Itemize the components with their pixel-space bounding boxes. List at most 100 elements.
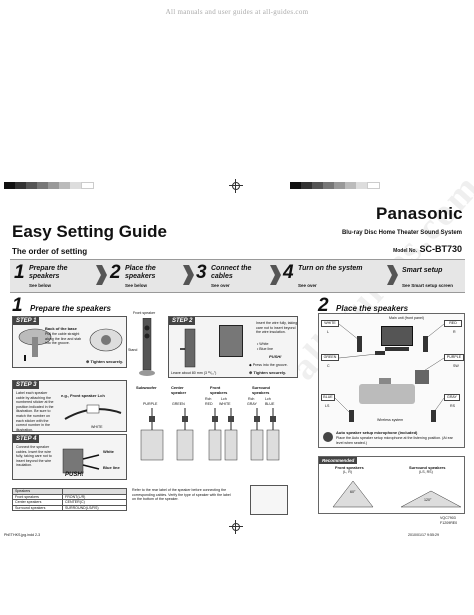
order-step-5: Smart setup See Smart setup screen	[402, 263, 464, 291]
screw-icon: ⊕	[86, 359, 90, 364]
tighten-text: Tighten securely.	[90, 359, 124, 364]
terminal-push-illustration	[62, 448, 100, 474]
terminal-closeup	[219, 325, 243, 357]
source-watermark-text: All manuals and user guides at all-guide…	[165, 8, 309, 16]
front-speaker-label: Front speaker	[133, 311, 156, 315]
order-of-setting-bar: 1 Prepare the speakers See below 2 Place…	[10, 259, 465, 293]
push-label: PUSH!	[269, 354, 282, 359]
tighten-label: ⊕ Tighten securely.	[249, 370, 286, 375]
mic-title: Auto speaker setup microphone (included)	[336, 430, 418, 435]
front-rec-label: Front speakers	[335, 465, 364, 470]
step-tag: STEP 3	[13, 381, 40, 389]
gray-label: GRAY	[444, 394, 460, 401]
section-2-heading: 2 Place the speakers	[318, 296, 408, 316]
press-text: Press into the groove.	[252, 363, 288, 367]
subwoofer-label: Subwoofer	[136, 385, 157, 390]
doc-code-2: F1209RE0	[440, 521, 458, 525]
recommended-tag: Recommended	[319, 457, 358, 464]
step-tag: STEP 2	[169, 317, 196, 325]
mic-text: Place the Auto speaker setup microphone …	[336, 436, 453, 445]
recommended-angle-diagrams	[332, 480, 462, 508]
center-color: GREEN	[172, 402, 185, 406]
step-2-panel: STEP 2 Insert the wire fully, taking car…	[168, 316, 298, 378]
step-tag: STEP 1	[13, 317, 40, 325]
order-step-number: 2	[110, 262, 121, 283]
model-value: SC-BT730	[419, 244, 462, 254]
page-title: Easy Setting Guide	[12, 222, 167, 241]
rear-label-illustration	[250, 485, 288, 515]
tighten-label: ⊕ Tighten securely.	[86, 359, 123, 364]
order-step-title: Prepare the speakers	[29, 265, 68, 280]
center-speaker-label: Center speaker	[171, 385, 187, 395]
blue-line-label: Blue line	[259, 347, 274, 351]
order-step-3: 3 Connect the cables See over	[196, 263, 286, 291]
order-step-sub: See over	[211, 283, 230, 288]
press-groove-text: ◆ Press into the groove.	[249, 363, 288, 367]
wireless-system-label: Wireless system	[377, 418, 404, 422]
model-number: Model No. SC-BT730	[393, 244, 462, 254]
surround-rec-label: Surround speakers	[409, 465, 446, 470]
blue-bullet: • Blue line	[257, 347, 274, 351]
surround-angle: 120°	[424, 498, 432, 502]
order-step-sub: See below	[29, 283, 52, 288]
chevron-right-icon	[387, 265, 398, 285]
tighten-text: Tighten securely.	[253, 370, 287, 375]
footer-right: 2010/01/17 9:55:29	[408, 533, 439, 537]
code-ls: LS	[325, 404, 330, 408]
white-label: White	[259, 342, 269, 346]
speaker-placement-diagram: Main unit (front panel) WHITE RED GREEN …	[318, 313, 465, 448]
blue-label: BLUE	[321, 394, 335, 401]
code-sw: SW	[453, 364, 459, 368]
color-registration-bar	[4, 182, 94, 189]
section-number: 2	[318, 295, 329, 316]
step-1-panel: STEP 1 Back of the base Pull the cable s…	[12, 316, 127, 368]
placement-lines	[334, 323, 445, 422]
screw-icon: ⊕	[249, 370, 253, 375]
white-bullet: • White	[257, 342, 269, 346]
code-r: R	[453, 330, 456, 334]
section-number: 1	[12, 295, 23, 316]
white-cable-label: WHITE	[91, 425, 103, 429]
surround-rch: Rch	[248, 397, 255, 401]
order-step-sub: See Smart setup screen	[402, 283, 454, 288]
main-unit-label: Main unit (front panel)	[389, 316, 424, 320]
rear-label-note: Refer to the rear label of the speaker b…	[132, 488, 231, 502]
main-unit-illustration	[385, 347, 409, 351]
order-step-2: 2 Place the speakers See below	[110, 263, 190, 291]
color-registration-bar	[290, 182, 380, 189]
section-1-heading: 1 Prepare the speakers	[12, 296, 111, 316]
front-rch-color: RED	[205, 402, 213, 406]
step-tag: STEP 4	[13, 435, 40, 443]
sticker-cable-illustration	[64, 404, 122, 420]
table-cell: SURROUND(LS/RS)	[62, 504, 127, 511]
surround-lch: Lch	[265, 397, 271, 401]
push-label: PUSH!	[65, 472, 84, 478]
front-angle: 60°	[350, 490, 356, 494]
section-title: Prepare the speakers	[30, 304, 111, 313]
green-label: GREEN	[321, 354, 339, 361]
order-subtitle: The order of setting	[12, 247, 88, 256]
insert-wire-text: Insert the wire fully, taking care not t…	[256, 321, 298, 335]
order-step-1: 1 Prepare the speakers See below	[14, 263, 94, 291]
step-3-panel: STEP 3 Label each speaker cable by attac…	[12, 380, 127, 432]
white-label: WHITE	[321, 320, 339, 327]
base-groove-illustration	[89, 328, 123, 352]
surround-rec-sub: (LS, RS)	[419, 470, 433, 474]
leave-length-text: Leave about 80 mm (3 ¹⁵⁄₁₆")	[171, 371, 217, 375]
order-step-number: 1	[14, 262, 25, 283]
order-step-title: Connect the cables	[211, 265, 252, 280]
table-row: Speakers	[12, 488, 127, 495]
crosshair-icon	[229, 520, 243, 534]
order-step-number: 4	[283, 262, 294, 283]
tall-speaker-illustration	[139, 318, 155, 376]
order-step-number: 3	[196, 262, 207, 283]
surround-rch-color: GRAY	[247, 402, 257, 406]
order-step-title: Smart setup	[402, 267, 443, 274]
tv-illustration	[381, 326, 413, 346]
recommended-panel: Recommended Front speakers (L, R) Surrou…	[318, 456, 465, 514]
order-step-sub: See below	[125, 283, 148, 288]
